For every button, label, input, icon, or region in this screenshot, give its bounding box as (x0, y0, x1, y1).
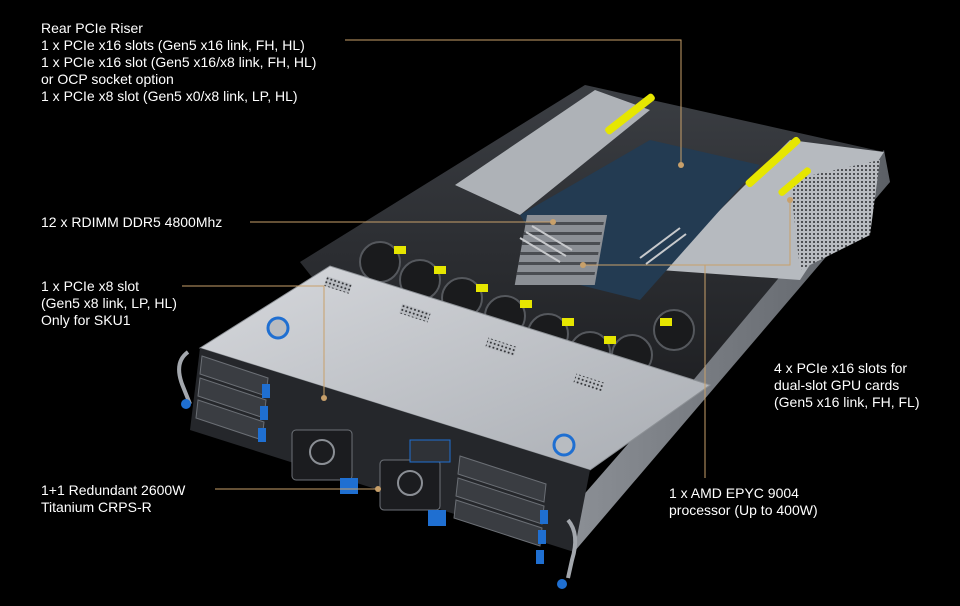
riser-card-yellow-2 (745, 136, 801, 188)
dimm-slots (519, 225, 687, 265)
callout-cpu-line-2: processor (Up to 400W) (669, 502, 818, 518)
callout-gpu-line-2: dual-slot GPU cards (774, 377, 900, 393)
lid-vent-1 (324, 276, 352, 294)
lid-vent-4 (573, 373, 605, 393)
rack-screw-left (181, 399, 191, 409)
callout-psu: 1+1 Redundant 2600W Titanium CRPS-R (41, 482, 185, 516)
callout-rear-riser-line-1: Rear PCIe Riser (41, 20, 143, 36)
callout-pcie-x8-line-1: 1 x PCIe x8 slot (41, 278, 140, 294)
gpu-cage-vent (790, 160, 880, 270)
callout-gpu: 4 x PCIe x16 slots for dual-slot GPU car… (774, 360, 920, 411)
dot-pcie-x8 (321, 395, 327, 401)
callout-pcie-x8-line-3: Only for SKU1 (41, 312, 131, 328)
drive-latches-right (536, 510, 548, 564)
cpu-heatsink-fins (516, 222, 604, 275)
callout-gpu-line-3: (Gen5 x16 link, FH, FL) (774, 394, 920, 410)
dot-rear-riser (678, 162, 684, 168)
dot-memory (550, 219, 556, 225)
riser-card-yellow-3 (778, 167, 812, 196)
callout-pcie-x8: 1 x PCIe x8 slot (Gen5 x8 link, LP, HL) … (41, 278, 177, 329)
lid-thumbscrew-right (552, 433, 576, 457)
callout-pcie-x8-line-2: (Gen5 x8 link, LP, HL) (41, 295, 177, 311)
leader-rear-riser (345, 39, 682, 165)
drive-latches-left (258, 384, 270, 442)
psu-modules (291, 429, 446, 526)
lid-vent-2 (399, 303, 431, 323)
callout-psu-line-1: 1+1 Redundant 2600W (41, 482, 186, 498)
callout-memory: 12 x RDIMM DDR5 4800Mhz (41, 214, 222, 231)
riser-card-yellow-1 (605, 93, 655, 135)
rack-handle-right (566, 518, 578, 579)
lid-vent-3 (485, 337, 517, 357)
lid-thumbscrew-left (266, 316, 290, 340)
callout-rear-riser-line-4: or OCP socket option (41, 71, 174, 87)
leader-lines (182, 39, 791, 490)
callout-rear-riser: Rear PCIe Riser 1 x PCIe x16 slots (Gen5… (41, 20, 316, 105)
callout-rear-riser-line-3: 1 x PCIe x16 slot (Gen5 x16/x8 link, FH,… (41, 54, 317, 70)
rear-riser-bracket-left (455, 90, 650, 215)
callout-cpu: 1 x AMD EPYC 9004 processor (Up to 400W) (669, 485, 818, 519)
callout-cpu-line-1: 1 x AMD EPYC 9004 (669, 485, 799, 501)
callout-rear-riser-line-2: 1 x PCIe x16 slots (Gen5 x16 link, FH, H… (41, 37, 305, 53)
dot-gpu (787, 197, 793, 203)
dot-psu (375, 486, 381, 492)
callout-psu-line-2: Titanium CRPS-R (41, 499, 152, 515)
rack-screw-right (557, 579, 567, 589)
callout-rear-riser-line-5: 1 x PCIe x8 slot (Gen5 x0/x8 link, LP, H… (41, 88, 298, 104)
leader-dots (321, 162, 793, 492)
callout-memory-line-1: 12 x RDIMM DDR5 4800Mhz (41, 214, 223, 230)
rack-handle-left (177, 350, 192, 405)
drive-bays-left (195, 355, 269, 441)
io-ports (409, 439, 451, 463)
drive-bays-right (453, 455, 547, 547)
leader-gpu (583, 200, 791, 266)
callout-gpu-line-1: 4 x PCIe x16 slots for (774, 360, 908, 376)
dot-gpu-2 (580, 262, 586, 268)
leader-pcie-x8 (182, 285, 325, 398)
